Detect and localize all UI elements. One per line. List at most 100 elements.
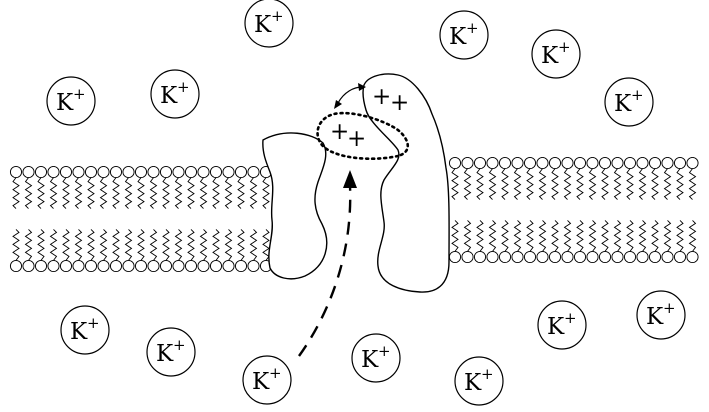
lipid-tail <box>87 229 95 261</box>
lipid-tail <box>551 168 559 200</box>
lipid-head <box>473 250 487 264</box>
ion-charge: + <box>73 85 86 103</box>
lipid-tail <box>613 168 622 200</box>
lipid-tail <box>588 168 597 200</box>
ion-charge: + <box>466 19 479 37</box>
ion-charge: + <box>663 299 676 317</box>
lipid-tail <box>476 168 484 200</box>
lipid-tail <box>237 229 245 261</box>
gate-motion-arrow <box>334 83 366 109</box>
gate-charge-open: + + <box>372 84 409 116</box>
ion-symbol: K <box>252 369 270 395</box>
lipid-tail <box>137 229 145 261</box>
ion-charge: + <box>173 336 186 354</box>
lipid-head <box>72 259 85 273</box>
ion-symbol: K <box>56 90 74 116</box>
ion-symbol: K <box>541 43 559 69</box>
potassium-ion: K+ <box>146 327 196 377</box>
ion-charge: + <box>558 38 571 56</box>
lipid-head <box>686 250 699 264</box>
lipid-tail <box>526 220 534 252</box>
lipid-tail <box>688 168 697 200</box>
lipid-tail <box>513 220 522 252</box>
lipid-head <box>59 165 73 179</box>
lipid-tail <box>663 220 672 252</box>
svg-text:+: + <box>347 126 366 152</box>
lipid-tail <box>112 177 120 209</box>
lipid-tail <box>12 229 20 261</box>
lipid-tail <box>501 220 509 252</box>
ion-symbol: K <box>646 304 664 330</box>
lipid-tail <box>187 177 195 209</box>
lipid-head <box>84 259 98 273</box>
potassium-ion: K+ <box>439 10 489 60</box>
ion-charge: + <box>269 364 282 382</box>
potassium-ion: K+ <box>351 333 401 383</box>
lipid-head <box>611 156 624 170</box>
lipid-tail <box>513 168 522 200</box>
lipid-head <box>598 250 612 264</box>
lipid-head <box>598 156 612 170</box>
lipid-tail <box>174 229 183 261</box>
lipid-tail <box>626 168 634 200</box>
lipid-tail <box>563 220 572 252</box>
potassium-ion: K+ <box>150 69 200 119</box>
lipid-head <box>586 250 599 264</box>
lipid-tail <box>249 177 258 209</box>
lipid-tail <box>638 220 647 252</box>
lipid-tail <box>24 229 33 261</box>
lipid-head <box>97 259 110 273</box>
lipid-head <box>234 165 248 179</box>
lipid-tail <box>463 168 472 200</box>
ion-path-arrow <box>298 170 357 357</box>
lipid-tail <box>451 168 459 200</box>
lipid-tail <box>12 177 20 209</box>
ion-symbol: K <box>449 24 467 50</box>
lipid-tail <box>74 229 83 261</box>
lipid-head <box>9 165 23 179</box>
lipid-tail <box>262 177 270 209</box>
ion-charge: + <box>631 86 644 104</box>
lipid-head <box>247 259 260 273</box>
lipid-tail <box>576 220 584 252</box>
lipid-tail <box>688 220 697 252</box>
lipid-head <box>523 156 537 170</box>
lipid-tail <box>212 177 220 209</box>
lipid-head <box>536 156 549 170</box>
lipid-head <box>247 165 260 179</box>
lipid-head <box>109 165 123 179</box>
lipid-head <box>184 259 198 273</box>
lipid-tail <box>249 229 258 261</box>
lipid-tail <box>174 177 183 209</box>
lipid-tail <box>638 168 647 200</box>
lipid-tail <box>588 220 597 252</box>
ion-symbol: K <box>160 83 178 109</box>
potassium-ion: K+ <box>537 300 587 350</box>
lipid-tail <box>149 229 158 261</box>
lipid-tail <box>199 229 208 261</box>
lipid-tail <box>212 229 220 261</box>
lipid-head <box>623 156 637 170</box>
lipid-head <box>22 259 35 273</box>
lipid-head <box>34 165 48 179</box>
lipid-head <box>673 250 687 264</box>
lipid-tail <box>37 177 45 209</box>
lipid-tail <box>613 220 622 252</box>
svg-text:+: + <box>330 119 349 145</box>
lipid-tail <box>538 168 547 200</box>
lipid-head <box>122 259 135 273</box>
lipid-head <box>498 156 512 170</box>
gate-closed-position-outline <box>316 111 410 161</box>
lipid-tail <box>49 177 58 209</box>
lipid-tail <box>137 177 145 209</box>
ion-charge: + <box>87 314 100 332</box>
potassium-ion: K+ <box>46 76 96 126</box>
lipid-head <box>172 259 185 273</box>
lipid-tail <box>162 229 170 261</box>
lipid-head <box>523 250 537 264</box>
lipid-head <box>147 259 160 273</box>
lipid-head <box>222 259 235 273</box>
lipid-head <box>47 259 60 273</box>
lipid-head <box>548 250 562 264</box>
lipid-tail <box>62 229 70 261</box>
